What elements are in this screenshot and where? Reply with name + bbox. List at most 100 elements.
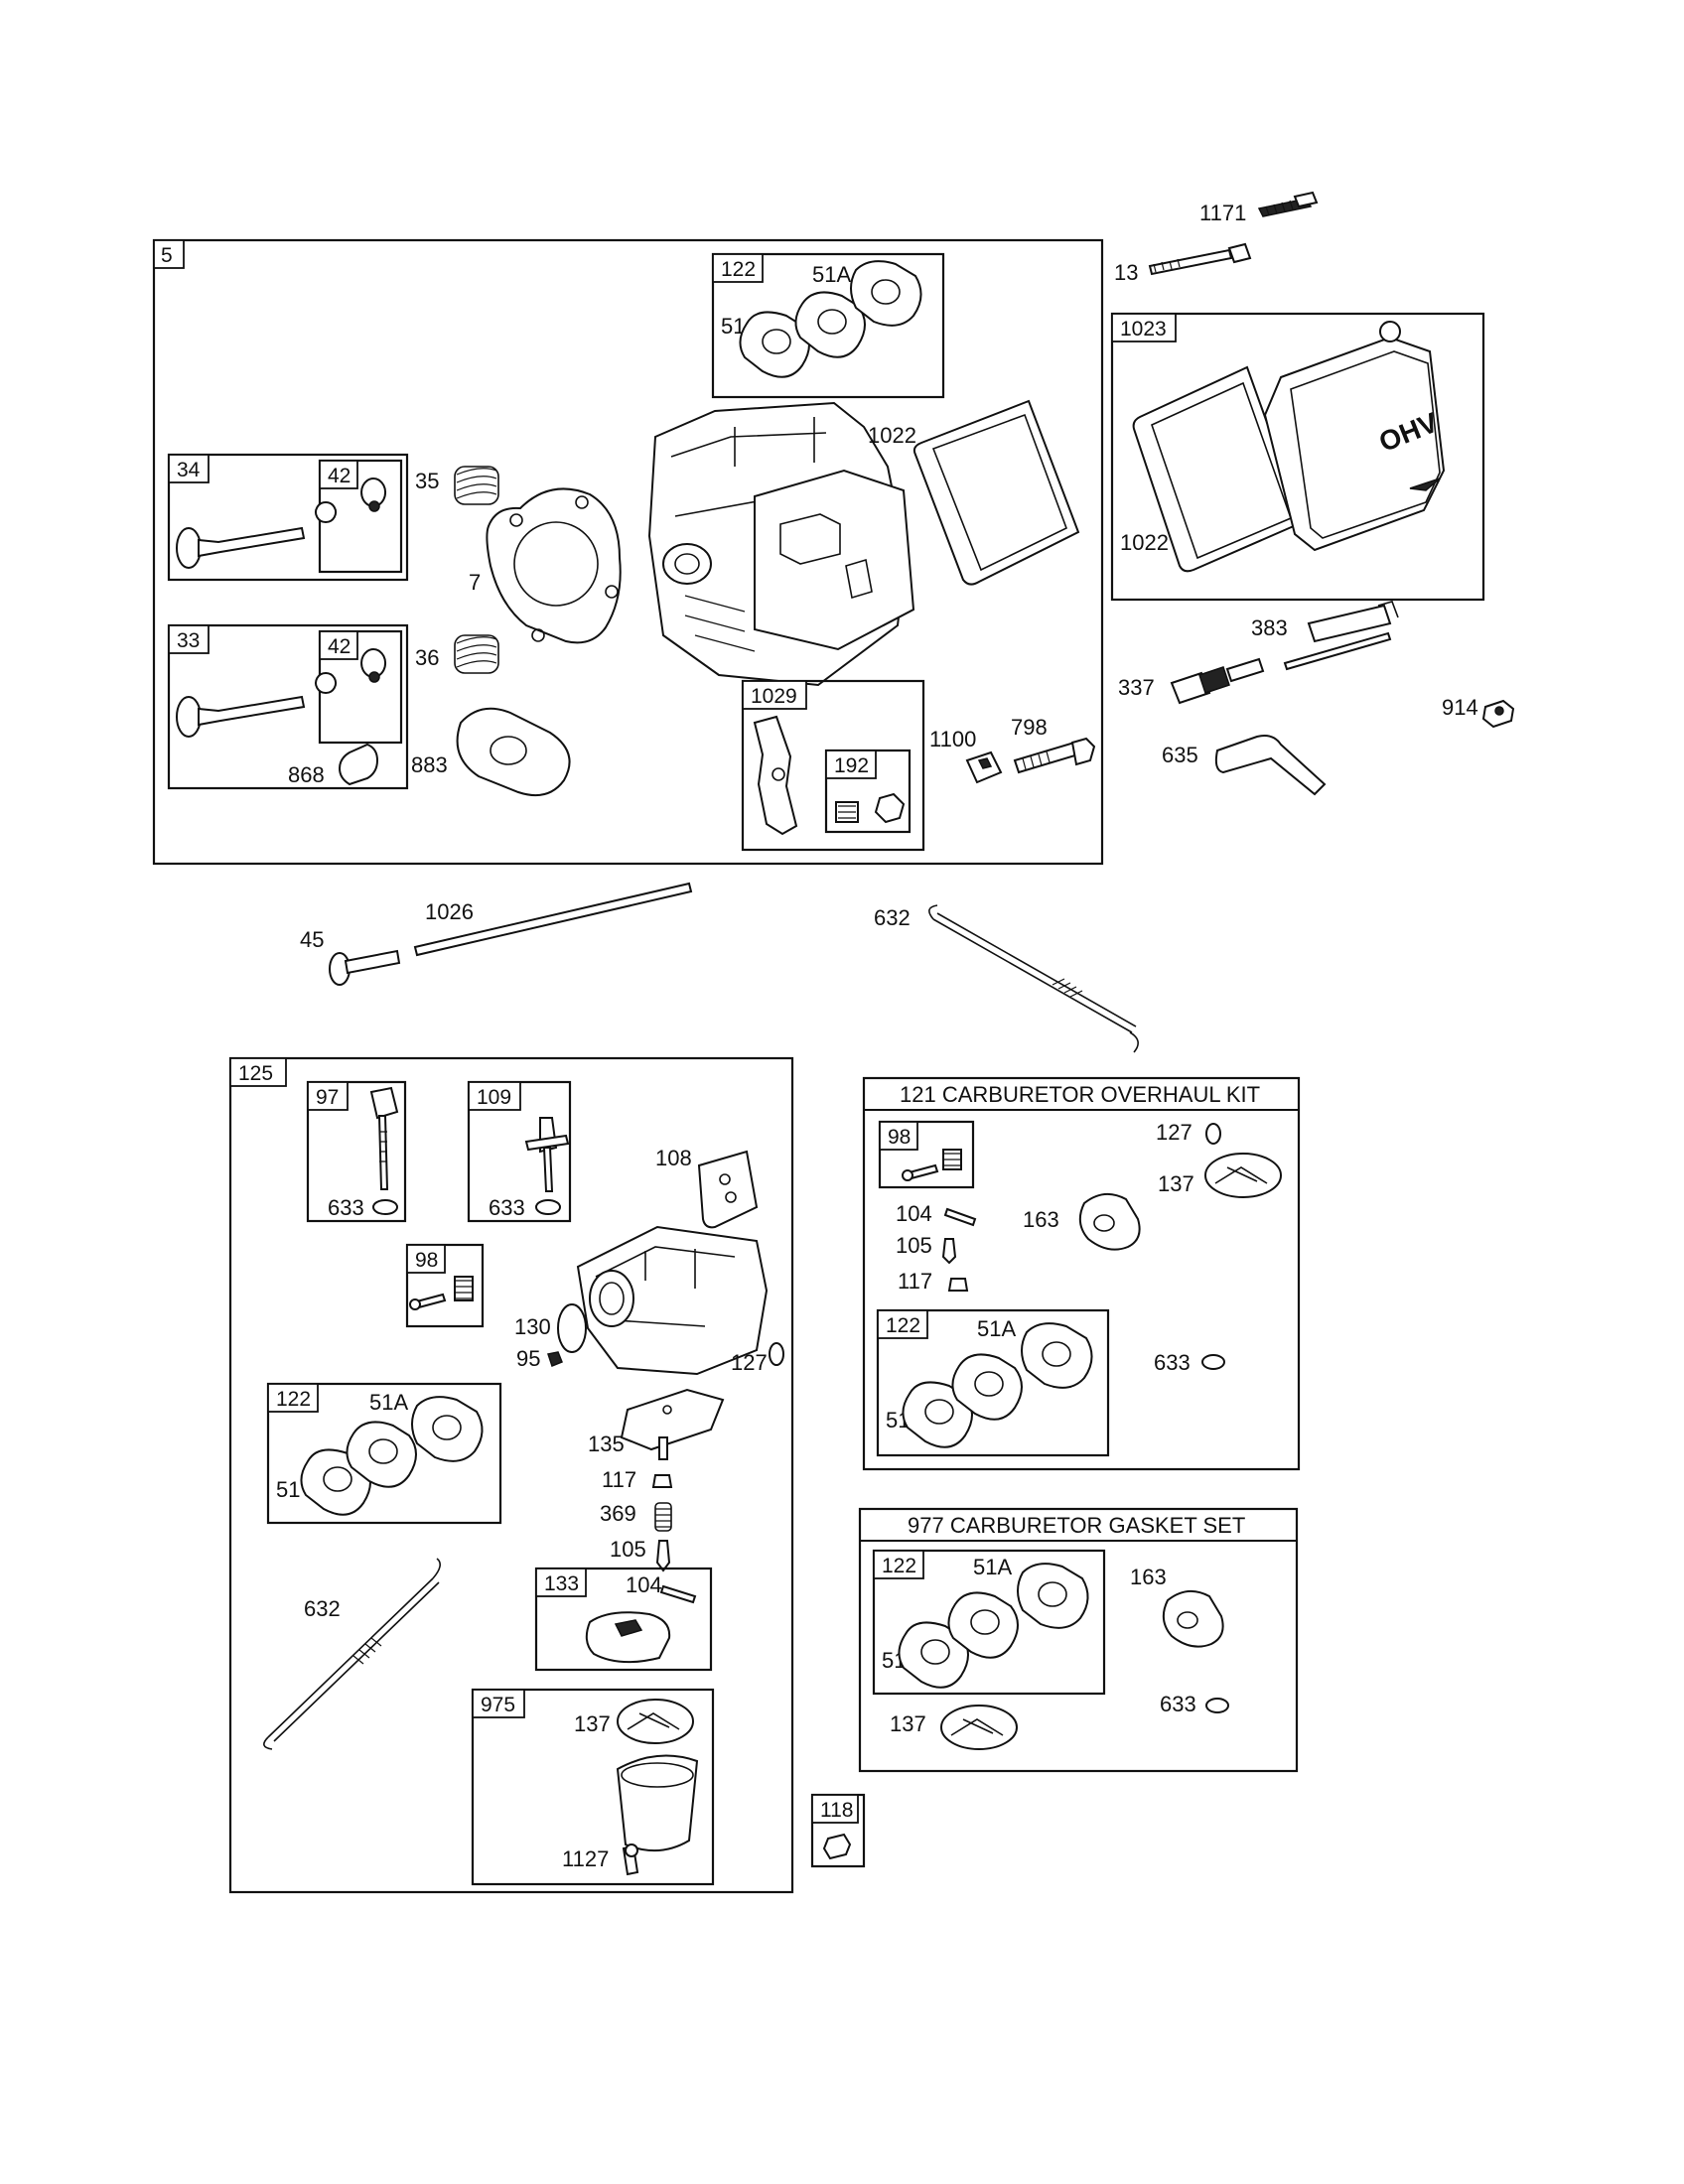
box-id-5: 5 [161,244,173,267]
box-id-42: 42 [328,465,351,487]
label-135: 135 [588,1432,625,1456]
label-632b: 632 [304,1596,341,1621]
part-635-boot: 635 [1162,735,1327,796]
label-1171: 1171 [1199,201,1246,225]
label-95: 95 [516,1346,540,1371]
box-id-33: 33 [177,629,200,652]
label-632a: 632 [874,905,911,930]
box-122-kit: 122 51A 51 [876,1308,1110,1457]
part-914-bolt: 914 [1442,695,1515,729]
label-1127: 1127 [562,1846,609,1871]
box-id-122b: 122 [276,1388,311,1411]
label-51A: 51A [812,262,851,287]
box-id-133: 133 [544,1572,579,1595]
label-137a: 137 [574,1711,611,1736]
label-868: 868 [288,762,325,787]
label-1022: 1022 [868,423,916,448]
part-cylinder-head [647,401,915,687]
part-369-spring: 369 [600,1501,672,1532]
box-118: 118 [810,1793,866,1868]
box-34-valve: 34 42 [167,453,409,582]
box-5-cylinder-head: 5 122 51A 51 34 42 [152,238,1104,866]
label-127a: 127 [731,1350,768,1375]
part-35-spring: 35 [415,466,499,505]
label-883: 883 [411,752,448,777]
label-633d: 633 [1160,1692,1196,1716]
label-130: 130 [514,1314,551,1339]
label-163b: 163 [1130,1565,1167,1589]
box-id-118: 118 [820,1799,853,1822]
kit-121-title: 121 CARBURETOR OVERHAUL KIT [900,1082,1260,1107]
part-105-needle: 105 [610,1537,671,1572]
box-975-bowl: 975 137 1127 [471,1688,715,1886]
part-337-spark-plug: 337 [1118,657,1265,705]
label-369: 369 [600,1501,636,1526]
label-117a: 117 [602,1467,636,1492]
label-137c: 137 [890,1711,926,1736]
box-id-1023: 1023 [1120,318,1167,341]
label-633a: 633 [328,1195,364,1220]
part-1022-gasket: 1022 [868,399,1080,586]
box-133-float: 133 104 [534,1567,713,1672]
part-1171-stud: 1171 [1199,191,1319,225]
box-id-122: 122 [721,258,756,281]
box-id-975: 975 [481,1694,515,1716]
part-36-spring: 36 [415,634,499,674]
box-98-screw-spring: 98 [405,1243,485,1328]
label-105b: 105 [896,1233,932,1258]
box-122-gasket-set: 122 51A 51 [872,1549,1106,1696]
box-id-122d: 122 [882,1555,916,1577]
label-383: 383 [1251,615,1288,640]
box-109-needle: 109 633 [467,1080,572,1223]
label-337: 337 [1118,675,1155,700]
label-36: 36 [415,645,439,670]
box-id-98b: 98 [888,1126,911,1149]
part-carburetor-body: 130 95 127 [514,1225,784,1376]
label-51Ab: 51A [369,1390,408,1415]
part-798-screw: 798 [1011,715,1096,774]
label-104b: 104 [896,1201,932,1226]
part-883-gasket: 883 [411,707,571,796]
label-7: 7 [469,570,481,595]
label-104a: 104 [626,1572,662,1597]
label-633b: 633 [489,1195,525,1220]
part-1026-push-rod: 1026 [413,882,693,957]
label-108: 108 [655,1146,692,1170]
label-137b: 137 [1158,1171,1194,1196]
box-33-valve: 33 42 868 [167,623,409,790]
part-13-bolt: 13 [1114,242,1252,285]
box-1023-rocker-cover: 1023 1022 OHV [1110,312,1485,602]
label-45: 45 [300,927,324,952]
label-105a: 105 [610,1537,646,1562]
box-id-109: 109 [477,1086,511,1109]
kit-121-overhaul: 121 CARBURETOR OVERHAUL KIT 98 127 137 1… [862,1076,1301,1471]
box-id-125: 125 [238,1062,273,1085]
label-13: 13 [1114,260,1138,285]
part-135-float: 135 [588,1388,725,1460]
part-7-head-gasket: 7 [469,487,622,644]
box-id-192: 192 [834,754,869,777]
kit-977-gasket-set: 977 CARBURETOR GASKET SET 122 51A 51 163… [858,1507,1299,1773]
part-117-seat: 117 [602,1467,673,1492]
label-1026: 1026 [425,899,474,924]
box-id-122c: 122 [886,1314,920,1337]
part-632-link-carb: 632 [263,1558,441,1750]
box-id-42b: 42 [328,635,351,658]
part-45-tappet: 45 [300,927,401,986]
box-122-intake-gaskets: 122 51A 51 [711,252,945,399]
kit-977-title: 977 CARBURETOR GASKET SET [908,1513,1245,1538]
box-97-needle: 97 633 [306,1080,407,1223]
label-35: 35 [415,469,439,493]
part-1100-guide: 1100 [929,727,1003,784]
part-383-spark-plug-wire-clip: 383 [1251,601,1399,671]
box-id-1029: 1029 [751,685,797,708]
box-id-98: 98 [415,1249,438,1272]
label-163a: 163 [1023,1207,1059,1232]
label-51b: 51 [276,1477,300,1502]
label-798: 798 [1011,715,1048,740]
label-1100: 1100 [929,727,976,751]
label-127b: 127 [1156,1120,1193,1145]
part-632-link-top: 632 [874,904,1139,1053]
label-633c: 633 [1154,1350,1191,1375]
